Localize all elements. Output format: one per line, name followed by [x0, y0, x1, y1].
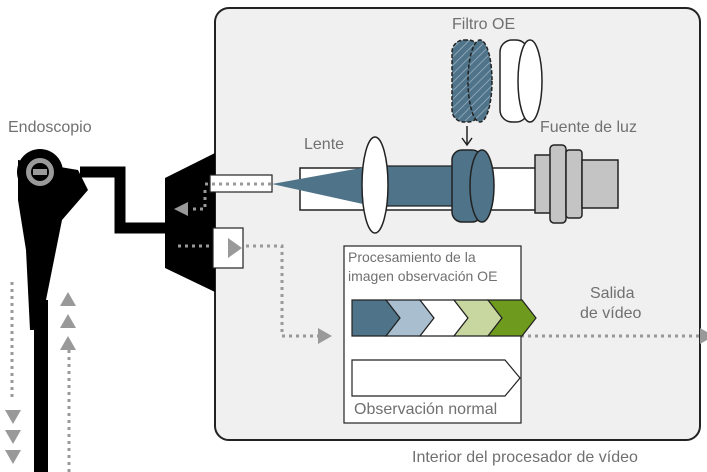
- connector-return-arrowhead: [174, 202, 188, 216]
- up-arrows: [60, 292, 76, 350]
- processing-chevron-5: [486, 299, 537, 337]
- lens: [361, 136, 389, 234]
- processing-chevrons: [351, 299, 537, 337]
- video-out-arrow: [700, 328, 707, 344]
- video-output-label-1: Salida: [590, 285, 635, 302]
- light-path-dots: [10, 182, 707, 472]
- connector-output-arrow: [228, 238, 242, 258]
- lens-label: Lente: [304, 136, 345, 153]
- filter-oe-label: Filtro OE: [452, 16, 516, 33]
- filter-in-beam-face: [469, 149, 495, 223]
- down-arrows: [5, 410, 21, 464]
- oe-filter-clear-face: [517, 39, 543, 123]
- endoscope-insertion-tube: [34, 300, 48, 472]
- endoscope-cable: [80, 166, 168, 234]
- processor-interior-label: Interior del procesador de vídeo: [412, 449, 638, 466]
- normal-observation-label: Observación normal: [354, 401, 498, 418]
- processing-title-line1: Procesamiento de la: [348, 249, 476, 265]
- endoscope-handle: [18, 160, 88, 330]
- endoscope-connector: [165, 153, 215, 292]
- light-source-label: Fuente de luz: [540, 119, 637, 136]
- lamp-ring-2: [565, 149, 583, 219]
- processing-title-line2: imagen observación OE: [348, 268, 498, 284]
- light-beam-cone: [272, 166, 372, 206]
- to-processing-arrow: [318, 328, 332, 344]
- video-output-label-2: de vídeo: [580, 305, 642, 322]
- lamp-body: [581, 159, 619, 209]
- lamp-ring-1: [549, 144, 567, 224]
- normal-observation-arrow: [351, 359, 521, 397]
- endoscope-knob-slot: [33, 169, 47, 175]
- endoscope-label: Endoscopio: [8, 119, 92, 136]
- oe-filter-hatched-face: [467, 39, 493, 123]
- filter-insert-arrowhead: [461, 137, 473, 147]
